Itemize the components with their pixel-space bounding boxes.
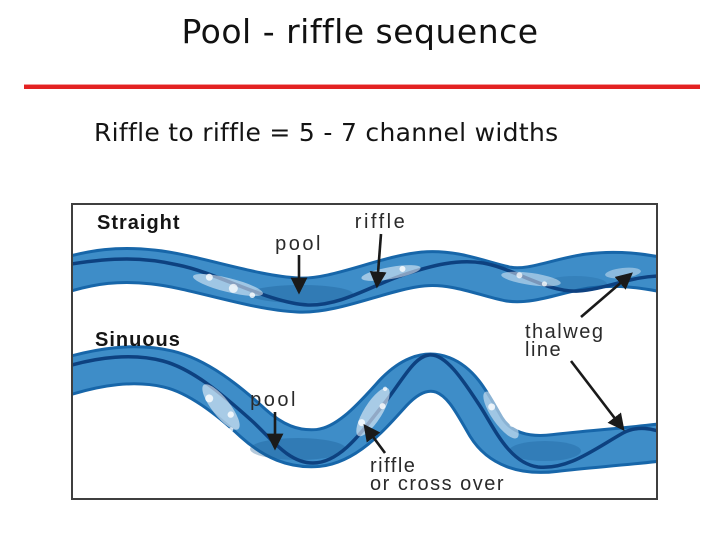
diagram-frame: Straight pool riffle Sinuous thalweg lin… — [71, 203, 658, 500]
arrow-riffle-top — [369, 233, 387, 289]
arrow-thalweg-to-straight — [580, 272, 633, 318]
riffle-speckles-bottom-right — [483, 391, 519, 439]
label-pool-bottom: pool — [250, 389, 298, 411]
label-riffle-top: riffle — [355, 211, 407, 233]
arrow-riffle-crossover — [363, 423, 387, 454]
label-thalweg-line2: line — [525, 339, 562, 361]
slide-subtitle: Riffle to riffle = 5 - 7 channel widths — [94, 118, 559, 147]
riffle-speckles-top-right — [501, 271, 561, 287]
label-thalweg-line1: thalweg — [525, 321, 604, 343]
river-diagram: Straight pool riffle Sinuous thalweg lin… — [73, 211, 656, 495]
annotation-arrows — [266, 233, 633, 454]
straight-channel — [73, 246, 656, 314]
label-crossover-line1: riffle — [370, 455, 416, 477]
page-title: Pool - riffle sequence — [181, 12, 539, 51]
pool-shadow-bottom-right — [509, 441, 581, 461]
label-crossover-line2: or cross over — [370, 473, 505, 495]
arrow-thalweg-to-sinuous — [569, 360, 625, 432]
title-underline — [24, 84, 700, 89]
sinuous-thalweg-line — [73, 353, 656, 469]
label-pool-top: pool — [275, 233, 323, 255]
label-sinuous: Sinuous — [95, 329, 181, 351]
riffle-speckles-top-left — [193, 273, 263, 298]
label-straight: Straight — [97, 212, 181, 234]
sinuous-channel — [73, 345, 656, 474]
riffle-speckles-bottom-left — [202, 384, 240, 432]
